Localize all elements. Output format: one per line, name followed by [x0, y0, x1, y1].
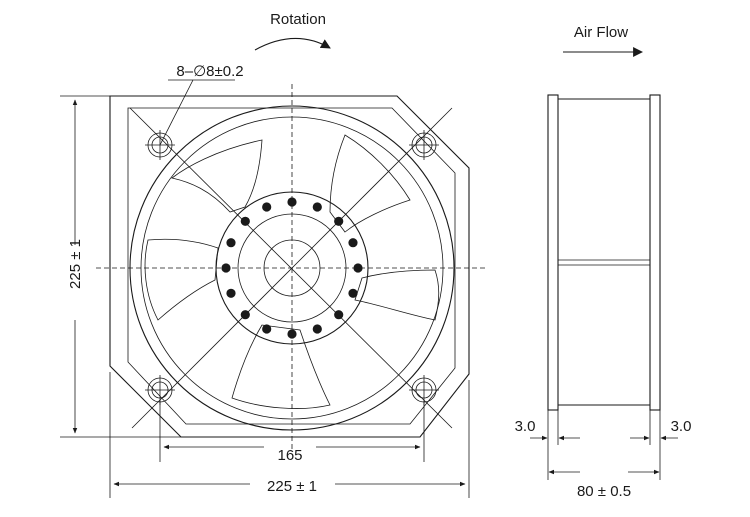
width-dimension: 225 ± 1	[109, 372, 470, 498]
flange-right-label: 3.0	[671, 418, 692, 435]
housing-inner-edge	[127, 107, 456, 425]
hub-rivet	[353, 263, 363, 273]
rotation-arrow	[254, 37, 331, 51]
blade-right	[354, 269, 440, 321]
width-label: 225 ± 1	[267, 478, 317, 495]
hub-rivet	[334, 310, 344, 320]
flange-right-dimension: 3.0	[630, 418, 692, 441]
front-view: Rotation 8–∅8±0.2 225 ± 1 165 225 ±	[60, 11, 486, 498]
diagonal-line-2	[131, 107, 453, 429]
height-dimension: 225 ± 1	[60, 95, 181, 438]
hub-rivet	[240, 216, 250, 226]
diagonal-line-1	[129, 107, 453, 429]
airflow-label: Air Flow	[574, 24, 628, 41]
mounting-holes	[145, 130, 439, 405]
hub-rivet	[262, 202, 272, 212]
flange-left-dimension: 3.0	[515, 418, 580, 441]
hub-rivet	[226, 238, 236, 248]
flange-left-label: 3.0	[515, 418, 536, 435]
hub-rivet	[226, 288, 236, 298]
rotation-label: Rotation	[270, 11, 326, 28]
blade-top-left	[171, 139, 263, 213]
fan-housing	[109, 95, 470, 438]
hub-rivet	[312, 202, 322, 212]
mounting-hole-tl	[145, 130, 175, 160]
hub-rivet	[287, 197, 297, 207]
fan-blades	[144, 134, 440, 409]
height-label: 225 ± 1	[67, 239, 84, 289]
side-view: Air Flow 3.0 3.0 80 ± 0.5	[515, 24, 692, 500]
side-flange-right	[649, 94, 661, 411]
blade-top-right	[329, 134, 411, 233]
hole-spec-leader	[159, 79, 194, 146]
depth-label: 80 ± 0.5	[577, 483, 631, 500]
hub-rivet	[312, 324, 322, 334]
hub-rivet	[262, 324, 272, 334]
side-flange-left	[547, 94, 559, 411]
depth-dimension: 80 ± 0.5	[548, 469, 660, 500]
blade-left	[144, 238, 219, 321]
mounting-hole-tr	[409, 130, 439, 160]
hub-rivet	[348, 238, 358, 248]
hole-spacing-dimension: 165	[159, 400, 425, 464]
blade-bottom	[231, 324, 331, 409]
hub-rivet	[348, 288, 358, 298]
hole-spec-label: 8–∅8±0.2	[176, 63, 243, 80]
hole-spacing-label: 165	[277, 447, 302, 464]
